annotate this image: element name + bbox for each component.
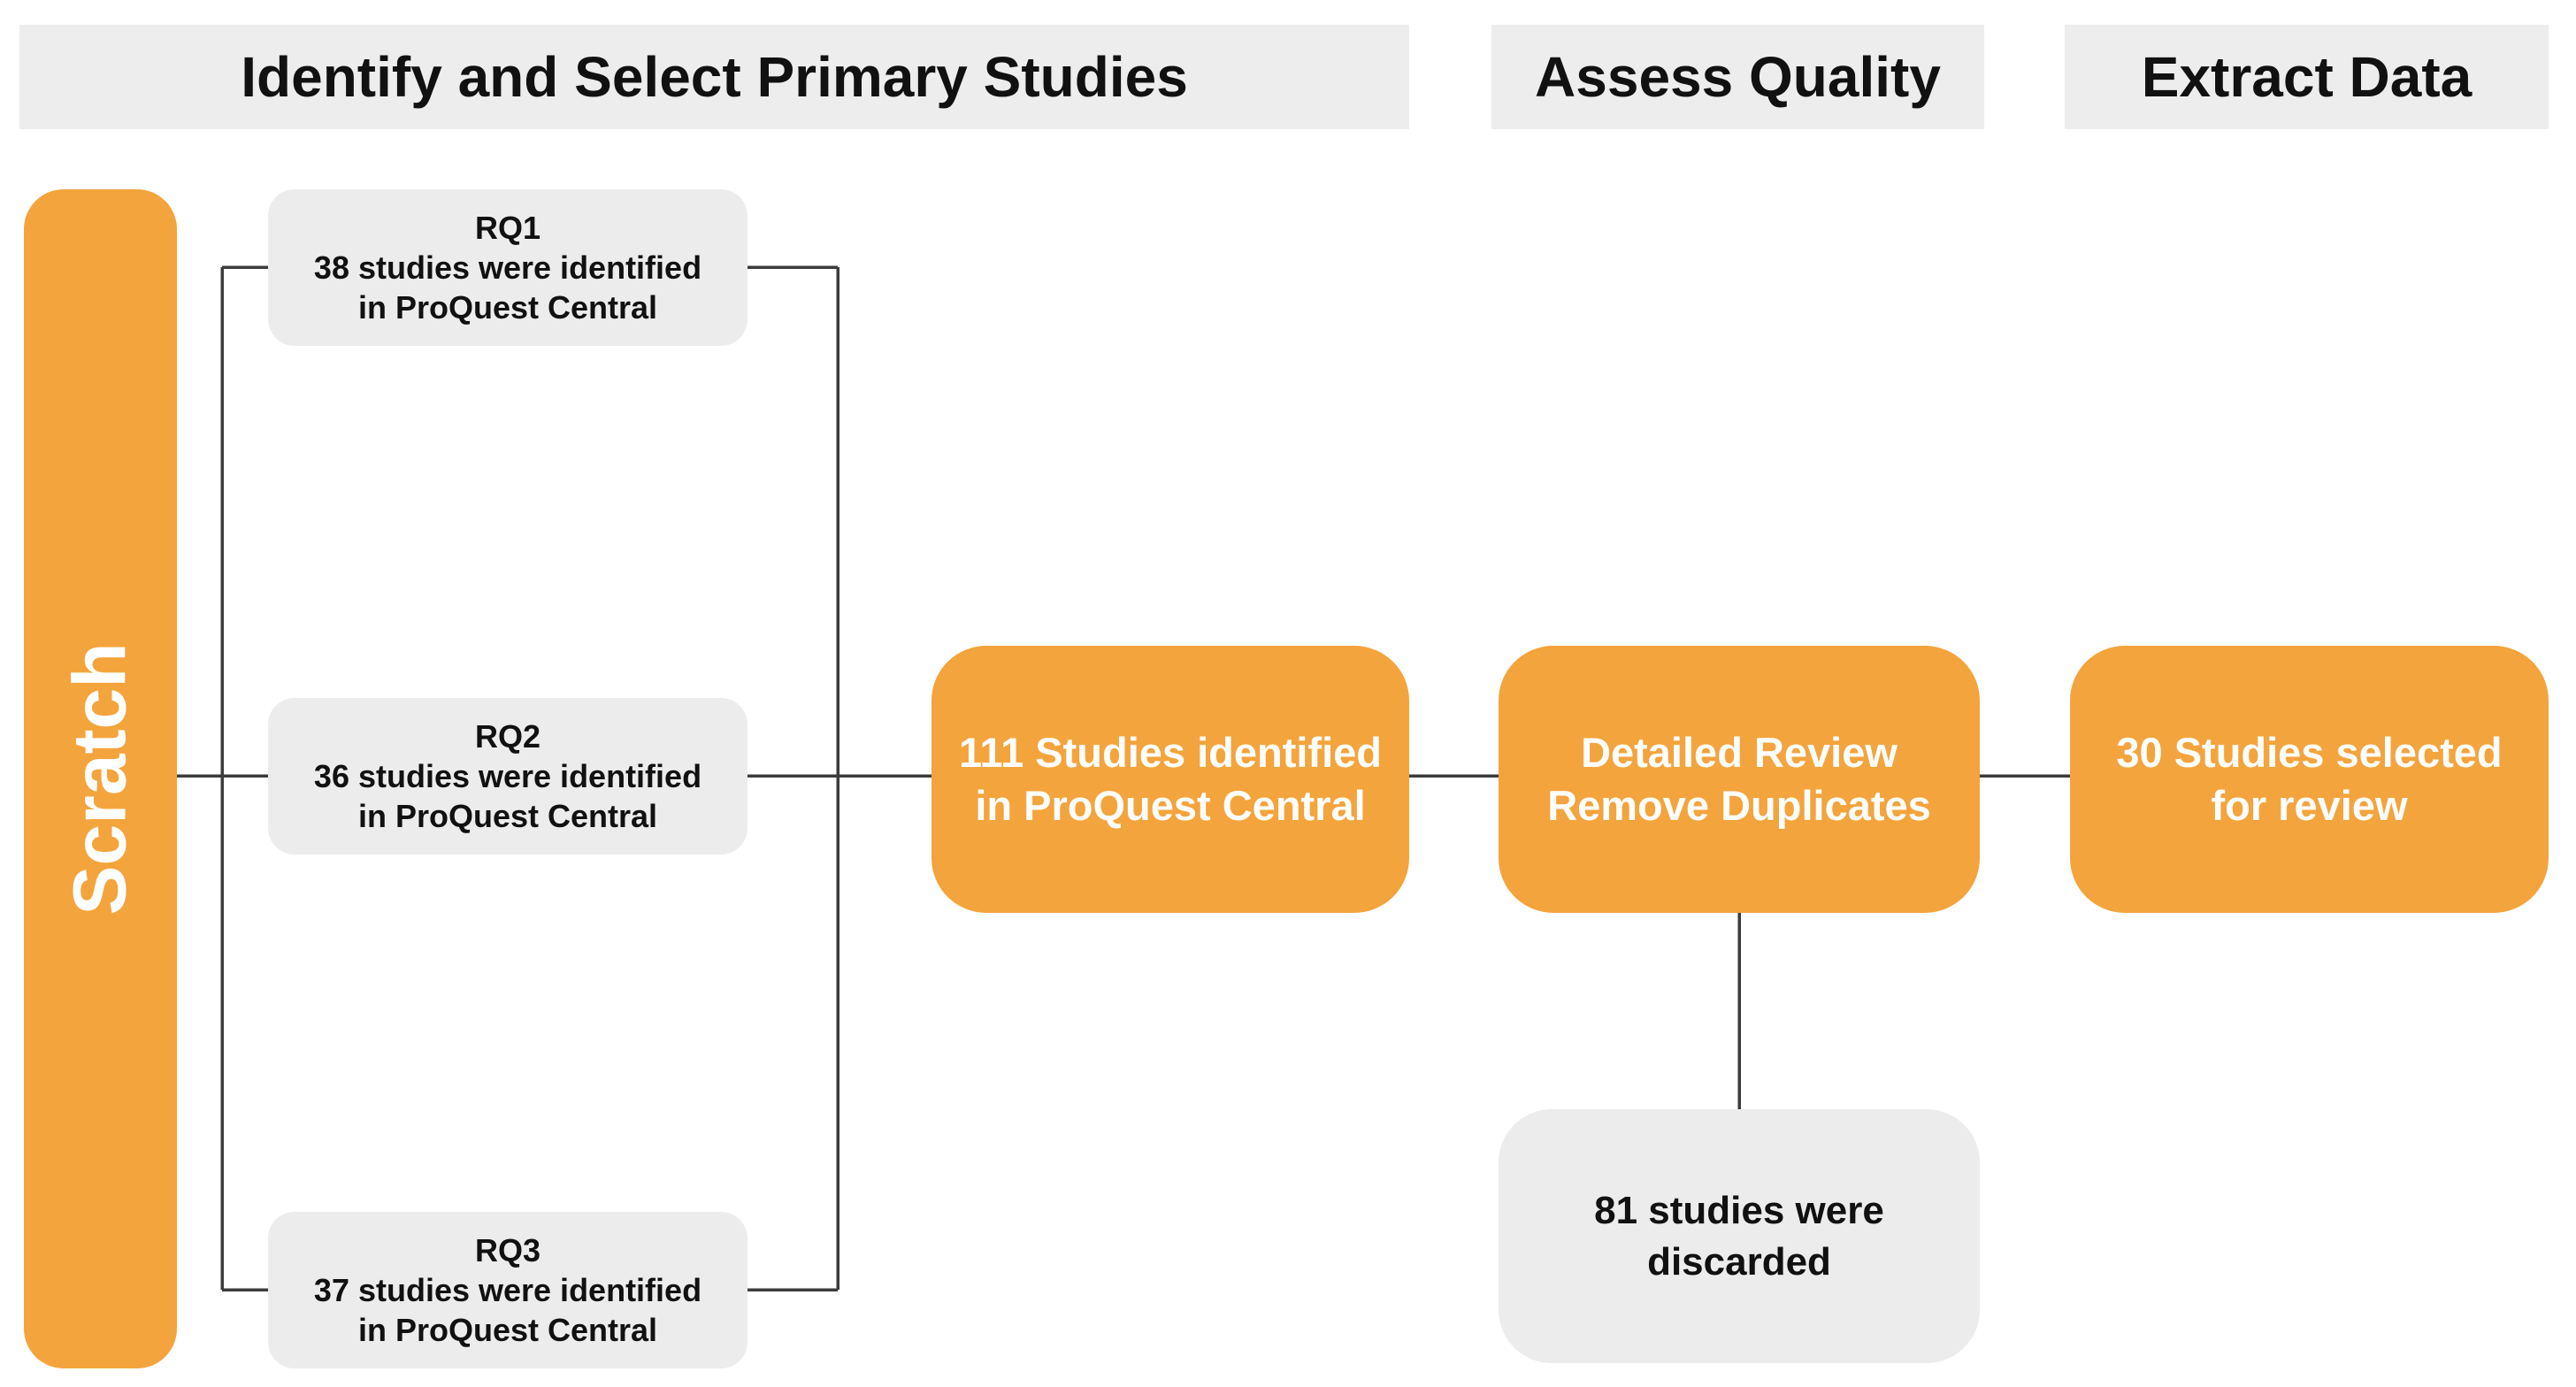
rq3-box: RQ3 37 studies were identified in ProQue… xyxy=(268,1212,748,1368)
rq1-box: RQ1 38 studies were identified in ProQue… xyxy=(268,189,748,346)
phase-header-label: Assess Quality xyxy=(1535,45,1941,109)
phase-header-assess-quality: Assess Quality xyxy=(1491,25,1984,129)
studies-discarded-line2: discarded xyxy=(1647,1239,1831,1284)
studies-selected-line1: 30 Studies selected xyxy=(2116,729,2503,776)
studies-selected-line2: for review xyxy=(2211,782,2408,829)
rq3-line1: 37 studies were identified xyxy=(313,1272,702,1308)
detailed-review-line1: Detailed Review xyxy=(1581,729,1898,776)
detailed-review-box: Detailed Review Remove Duplicates xyxy=(1499,646,1980,913)
phase-header-identify-select: Identify and Select Primary Studies xyxy=(19,25,1409,129)
rq3-title: RQ3 xyxy=(474,1232,541,1268)
scratch-source-label: Scratch xyxy=(58,642,142,916)
studies-selected-box: 30 Studies selected for review xyxy=(2070,646,2549,913)
rq1-line1: 38 studies were identified xyxy=(313,249,702,286)
rq1-line2: in ProQuest Central xyxy=(357,289,658,326)
studies-identified-line2: in ProQuest Central xyxy=(975,782,1366,829)
phase-header-label: Identify and Select Primary Studies xyxy=(241,45,1188,109)
studies-discarded-box: 81 studies were discarded xyxy=(1499,1109,1980,1363)
studies-discarded-line1: 81 studies were xyxy=(1594,1188,1884,1232)
phase-header-extract-data: Extract Data xyxy=(2065,25,2549,129)
scratch-source-bar: Scratch xyxy=(24,189,177,1368)
studies-identified-line1: 111 Studies identified xyxy=(959,729,1382,776)
rq1-title: RQ1 xyxy=(474,210,541,246)
rq2-box: RQ2 36 studies were identified in ProQue… xyxy=(268,698,748,854)
rq2-line2: in ProQuest Central xyxy=(357,798,658,834)
phase-header-label: Extract Data xyxy=(2141,45,2472,109)
rq2-line1: 36 studies were identified xyxy=(313,758,702,794)
left-bracket-line xyxy=(177,265,268,1291)
rq2-title: RQ2 xyxy=(474,718,541,755)
rq3-line2: in ProQuest Central xyxy=(357,1312,658,1348)
right-bracket-line xyxy=(748,265,932,1291)
studies-identified-box: 111 Studies identified in ProQuest Centr… xyxy=(932,646,1409,913)
detailed-review-line2: Remove Duplicates xyxy=(1547,782,1931,829)
